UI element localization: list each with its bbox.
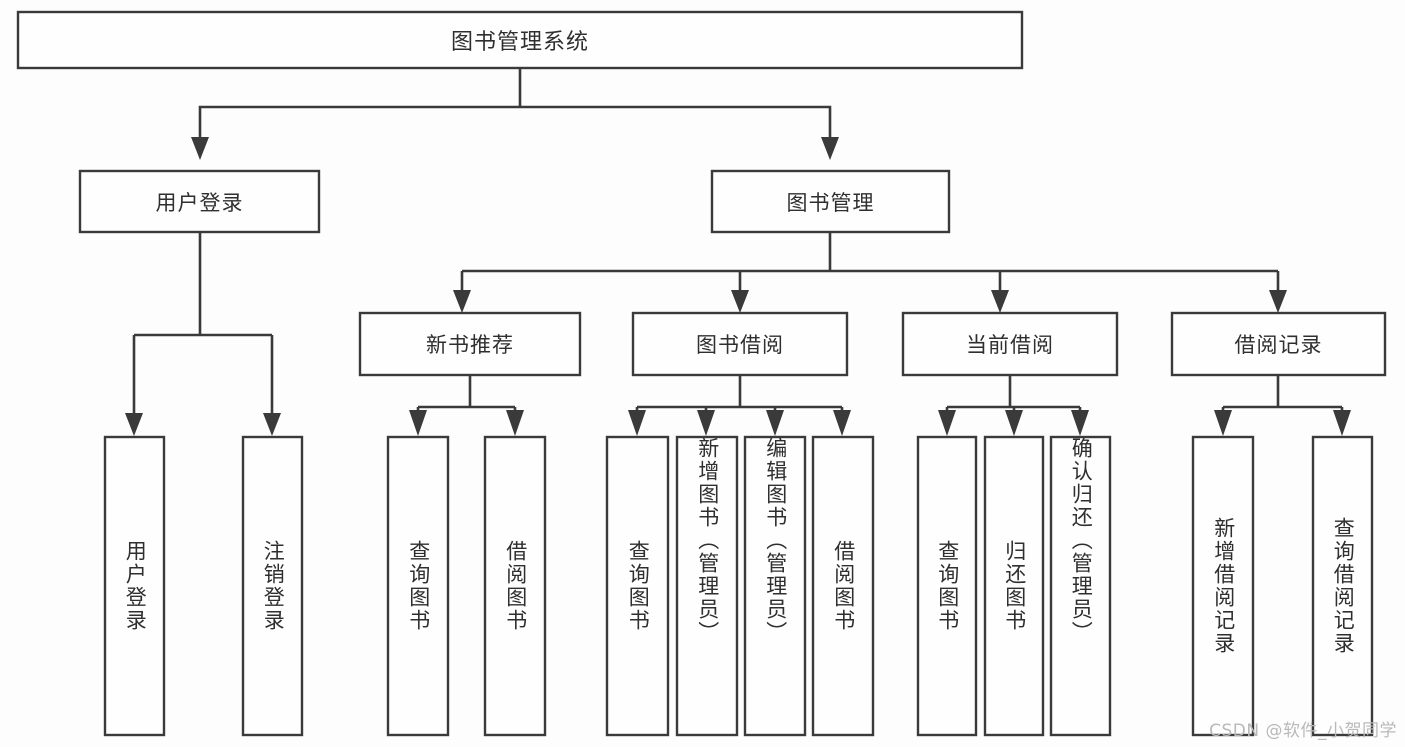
arrow-bb-leaf-3	[766, 410, 784, 436]
leaf-box-user-login[interactable]	[103, 435, 166, 737]
arrow-to-leaf-user-login	[125, 413, 143, 436]
connector-user-login-to-leaves	[132, 232, 274, 413]
arrow-to-book-borrow	[731, 290, 749, 313]
arrow-nbr-leaf-2	[506, 410, 524, 436]
leaf-box-cb-query[interactable]	[916, 435, 978, 737]
arrow-cb-leaf-3	[1071, 410, 1089, 436]
node-new-book-recommend-box[interactable]	[358, 311, 582, 377]
connector-book-mgmt-to-level3-bus	[460, 232, 1280, 292]
node-book-borrow-box[interactable]	[631, 311, 849, 377]
watermark-text: CSDN @软件_小贺同学	[1209, 721, 1397, 741]
connector-root-to-bus	[198, 68, 832, 137]
node-root-box[interactable]	[16, 10, 1024, 70]
arrow-to-borrow-record	[1269, 290, 1287, 313]
leaf-box-bb-borrow[interactable]	[811, 435, 875, 737]
arrow-br-leaf-1	[1214, 410, 1232, 436]
connector-new-book-recommend-to-leaves	[416, 375, 517, 415]
node-borrow-record-box[interactable]	[1170, 311, 1387, 377]
node-book-mgmt-box[interactable]	[710, 169, 951, 234]
arrow-bb-leaf-1	[628, 410, 646, 436]
arrow-cb-leaf-1	[938, 410, 956, 436]
arrow-bb-leaf-4	[833, 410, 851, 436]
leaf-box-br-add[interactable]	[1191, 435, 1255, 737]
leaf-box-nbr-borrow[interactable]	[483, 435, 547, 737]
arrow-nbr-leaf-1	[409, 410, 427, 436]
connector-borrow-record-to-leaves	[1221, 375, 1344, 415]
arrow-bb-leaf-2	[697, 410, 715, 436]
leaf-box-logout[interactable]	[241, 435, 304, 737]
arrow-br-leaf-2	[1333, 410, 1351, 436]
leaf-box-bb-add[interactable]	[675, 435, 739, 737]
leaf-box-nbr-query[interactable]	[386, 435, 450, 737]
arrow-cb-leaf-2	[1005, 410, 1023, 436]
leaf-box-br-query[interactable]	[1311, 435, 1374, 737]
arrow-to-new-book-recommend	[453, 290, 471, 313]
leaf-box-bb-edit[interactable]	[743, 435, 807, 737]
leaf-box-bb-query[interactable]	[605, 435, 670, 737]
node-user-login-box[interactable]	[78, 169, 321, 234]
arrow-root-to-user-login	[191, 137, 209, 160]
leaf-box-cb-confirm[interactable]	[1049, 435, 1112, 737]
arrow-root-to-book-mgmt	[821, 137, 839, 160]
arrow-to-leaf-logout	[263, 413, 281, 436]
connector-current-borrow-to-leaves	[945, 375, 1082, 415]
arrow-to-current-borrow	[991, 290, 1009, 313]
connector-book-borrow-to-leaves	[635, 375, 844, 415]
leaf-box-cb-return[interactable]	[983, 435, 1045, 737]
node-current-borrow-box[interactable]	[901, 311, 1119, 377]
